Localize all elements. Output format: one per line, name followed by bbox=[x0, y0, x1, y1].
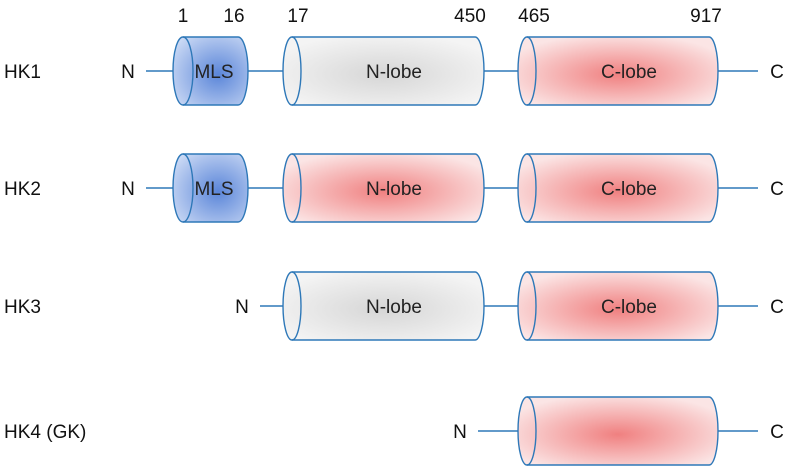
position-label-clobe-end: 917 bbox=[690, 6, 722, 27]
c-lobe-hk2-body bbox=[517, 153, 719, 223]
c-lobe-hk3-body bbox=[517, 271, 719, 341]
mls-domain-hk2 bbox=[172, 153, 249, 223]
c-terminus-hk3: C bbox=[770, 297, 784, 318]
c-lobe-hk4-cap bbox=[526, 396, 537, 466]
n-lobe-hk1-cap bbox=[291, 36, 302, 106]
n-lobe-hk3-body bbox=[282, 271, 485, 341]
n-lobe-hk3 bbox=[282, 271, 485, 341]
c-lobe-hk3-cap bbox=[526, 271, 537, 341]
n-lobe-hk1-body bbox=[282, 36, 485, 106]
mls-domain-hk2-cap bbox=[182, 153, 194, 223]
n-lobe-hk2-cap bbox=[291, 153, 302, 223]
c-lobe-hk1 bbox=[517, 36, 719, 106]
row-hk4: HK4 (GK) N C bbox=[4, 396, 784, 466]
isoform-label-hk2: HK2 bbox=[4, 179, 41, 200]
c-lobe-hk1-body bbox=[517, 36, 719, 106]
c-lobe-hk4 bbox=[517, 396, 719, 466]
n-lobe-hk3-cap bbox=[291, 271, 302, 341]
c-terminus-hk2: C bbox=[770, 179, 784, 200]
isoform-label-hk4: HK4 (GK) bbox=[4, 422, 86, 443]
n-terminus-hk2: N bbox=[121, 179, 135, 200]
c-lobe-label-hk2: C-lobe bbox=[601, 179, 657, 200]
row-hk2: HK2 N MLS N-lobe C-lobe C bbox=[4, 153, 784, 223]
isoform-label-hk1: HK1 bbox=[4, 62, 41, 83]
c-lobe-hk3 bbox=[517, 271, 719, 341]
position-label-nlobe-start: 17 bbox=[287, 6, 308, 27]
c-lobe-hk4-body bbox=[517, 396, 719, 466]
c-terminus-hk1: C bbox=[770, 62, 784, 83]
n-lobe-hk2 bbox=[282, 153, 485, 223]
position-label-mls-end: 16 bbox=[223, 6, 244, 27]
c-lobe-hk1-cap bbox=[526, 36, 537, 106]
c-lobe-hk2 bbox=[517, 153, 719, 223]
row-hk3: HK3 N N-lobe C-lobe C bbox=[4, 271, 784, 341]
mls-domain-hk1-cap bbox=[182, 36, 194, 106]
position-label-mls-start: 1 bbox=[178, 6, 189, 27]
n-terminus-hk1: N bbox=[121, 62, 135, 83]
n-lobe-label-hk2: N-lobe bbox=[366, 179, 422, 200]
n-terminus-hk3: N bbox=[235, 297, 249, 318]
position-label-clobe-start: 465 bbox=[518, 6, 550, 27]
n-terminus-hk4: N bbox=[453, 422, 467, 443]
c-lobe-hk2-cap bbox=[526, 153, 537, 223]
mls-domain-hk1 bbox=[172, 36, 249, 106]
n-lobe-label-hk3: N-lobe bbox=[366, 297, 422, 318]
n-lobe-hk2-body bbox=[282, 153, 485, 223]
c-lobe-label-hk1: C-lobe bbox=[601, 62, 657, 83]
c-lobe-label-hk3: C-lobe bbox=[601, 297, 657, 318]
position-label-nlobe-end: 450 bbox=[454, 6, 486, 27]
isoform-label-hk3: HK3 bbox=[4, 297, 41, 318]
c-terminus-hk4: C bbox=[770, 422, 784, 443]
row-hk1: HK1 N MLS N-lobe C-lobe C bbox=[4, 36, 784, 106]
mls-label-hk1: MLS bbox=[194, 62, 233, 83]
n-lobe-label-hk1: N-lobe bbox=[366, 62, 422, 83]
n-lobe-hk1 bbox=[282, 36, 485, 106]
mls-label-hk2: MLS bbox=[194, 179, 233, 200]
